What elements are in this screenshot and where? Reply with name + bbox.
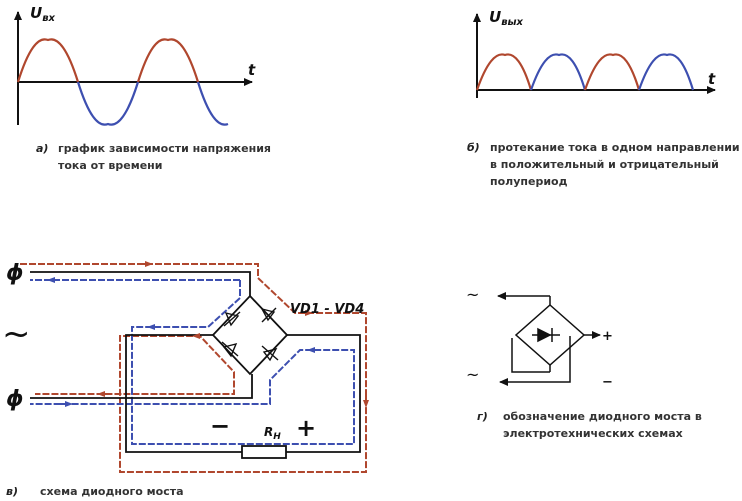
panel-b-hump-1 xyxy=(475,53,533,91)
load-label: RН xyxy=(264,425,281,442)
bridge-output-plus: + xyxy=(602,329,613,344)
panel-b-caption-line: в положительный и отрицательный xyxy=(490,158,719,171)
panel-b-hump-3 xyxy=(583,53,641,91)
bridge-output-minus: − xyxy=(602,375,613,390)
panel-d-caption-line: обозначение диодного моста в xyxy=(503,410,702,423)
panel-a-graph: Uвх t xyxy=(14,4,256,126)
load-resistor xyxy=(241,445,287,459)
load-plus-sign: + xyxy=(296,414,316,442)
panel-a-caption: график зависимости напряжения тока от вр… xyxy=(58,140,271,174)
panel-b-letter: б) xyxy=(467,141,480,154)
panel-c-schematic: ϕ ϕ ~ VD1 - VD4 RН − + xyxy=(2,261,369,473)
panel-b-hump-2 xyxy=(529,53,587,91)
panel-a-negative-half-2 xyxy=(196,81,229,126)
panel-a-letter: а) xyxy=(36,142,49,155)
diode-vd3-icon xyxy=(221,341,239,358)
bridge-symbol-diode-icon xyxy=(532,327,560,343)
panel-b-caption-line: протекание тока в одном направлении xyxy=(490,141,740,154)
panel-b-caption-line: полупериод xyxy=(490,175,568,188)
panel-b-y-axis-label: Uвых xyxy=(489,8,524,28)
panel-b-x-axis-label: t xyxy=(708,70,716,88)
diode-vd4-icon xyxy=(261,345,279,362)
panel-d-letter: г) xyxy=(477,410,488,423)
panel-a-negative-half-1 xyxy=(76,81,140,126)
panel-b-hump-4 xyxy=(637,53,695,91)
panel-d-symbol xyxy=(497,292,601,386)
panel-a-caption-line: тока от времени xyxy=(58,159,163,172)
ac-source-symbol: ~ xyxy=(2,314,31,354)
diode-vd1-icon xyxy=(223,311,241,327)
panel-b-caption: протекание тока в одном направлении в по… xyxy=(490,139,740,190)
phase-top-symbol: ϕ xyxy=(6,261,24,286)
panel-d-caption-line: электротехнических схемах xyxy=(503,427,683,440)
diode-bridge-diamond xyxy=(211,294,289,376)
panel-c-red-current-path xyxy=(20,263,367,473)
bridge-input-top-symbol: ~ xyxy=(466,285,479,304)
panel-c-diodes xyxy=(221,307,279,362)
panel-a-x-axis-label: t xyxy=(248,61,256,79)
panel-c-blue-current-path xyxy=(30,279,355,445)
panel-a-positive-half-1 xyxy=(16,38,80,83)
load-minus-sign: − xyxy=(210,412,230,440)
panel-b-graph: Uвых t xyxy=(473,8,716,98)
diode-vd2-icon xyxy=(260,307,277,323)
panel-c-caption-line: схема диодного моста xyxy=(40,485,184,498)
panel-c-current-arrows xyxy=(47,261,369,408)
panel-d-caption: обозначение диодного моста в электротехн… xyxy=(503,408,702,442)
panel-a-positive-half-2 xyxy=(136,38,200,83)
panel-a-y-axis-label: Uвх xyxy=(30,4,56,24)
panel-c-letter: в) xyxy=(6,485,18,498)
bridge-input-bottom-symbol: ~ xyxy=(466,365,479,384)
panel-c-caption: схема диодного моста xyxy=(40,483,184,500)
phase-bottom-symbol: ϕ xyxy=(6,387,24,412)
diodes-label: VD1 - VD4 xyxy=(290,302,364,317)
panel-a-caption-line: график зависимости напряжения xyxy=(58,142,271,155)
panel-c-wiring xyxy=(30,271,361,453)
